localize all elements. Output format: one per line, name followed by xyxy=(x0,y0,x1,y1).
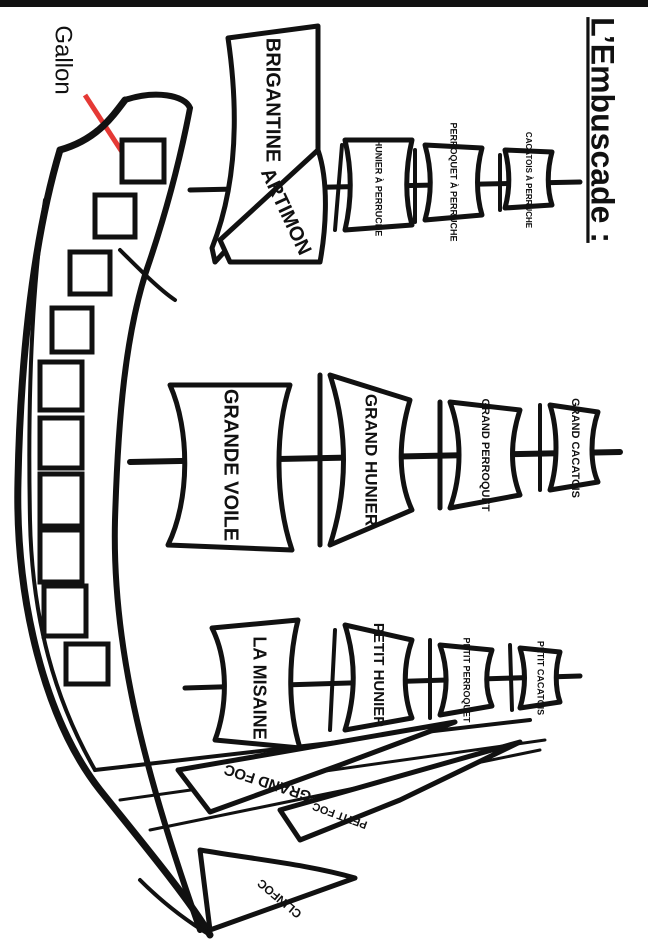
sail-cacatois-perruche xyxy=(502,147,555,211)
hull xyxy=(14,91,214,939)
sail-grand-foc xyxy=(175,719,458,815)
label-petit-hunier: PETIT HUNIER xyxy=(370,623,387,727)
sail-petit-hunier xyxy=(342,622,415,733)
label-hunier-perruche: HUNIER À PERRUCHE xyxy=(374,140,384,237)
sail-clinfoc xyxy=(197,847,358,933)
label-cacatois-perruche: CACATOIS À PERRUCHE xyxy=(524,132,533,229)
jib-sails xyxy=(175,719,523,933)
label-petit-perroquet: PETIT PERROQUET xyxy=(462,637,472,723)
gunports xyxy=(37,137,167,687)
sail-petit-foc xyxy=(277,739,523,843)
label-misaine: LA MISAINE xyxy=(249,636,269,739)
top-rule xyxy=(0,0,648,7)
label-grand-perroquet: GRAND PERROQUET xyxy=(479,398,491,511)
sail-brigantine xyxy=(209,23,321,265)
diagram-title: L’Embuscade : xyxy=(585,17,621,243)
label-grand-hunier: GRAND HUNIER xyxy=(362,394,381,526)
main-sails xyxy=(165,372,601,553)
sail-perroquet-perruche xyxy=(422,142,485,223)
sail-hunier-perruche xyxy=(342,137,415,233)
label-brigantine: BRIGANTINE xyxy=(262,38,284,162)
sail-grand-cacatois xyxy=(547,402,601,493)
sail-petit-perroquet xyxy=(437,642,495,718)
label-perroquet-perruche: PERROQUET À PERRUCHE xyxy=(449,122,459,241)
sail-artimon xyxy=(217,147,328,265)
fore-sails xyxy=(209,617,563,751)
label-petit-cacatois: PETIT CACATOIS xyxy=(536,641,546,715)
sail-grand-perroquet xyxy=(447,399,523,511)
sail-petit-cacatois xyxy=(517,645,563,711)
sail-grande-voile xyxy=(165,382,295,553)
sail-grand-hunier xyxy=(327,372,415,548)
gallon-label: Gallon xyxy=(50,25,77,94)
label-grand-cacatois: GRAND CACATOIS xyxy=(569,398,581,498)
mizzen-sails xyxy=(209,23,555,265)
label-grande-voile: GRANDE VOILE xyxy=(220,389,242,541)
